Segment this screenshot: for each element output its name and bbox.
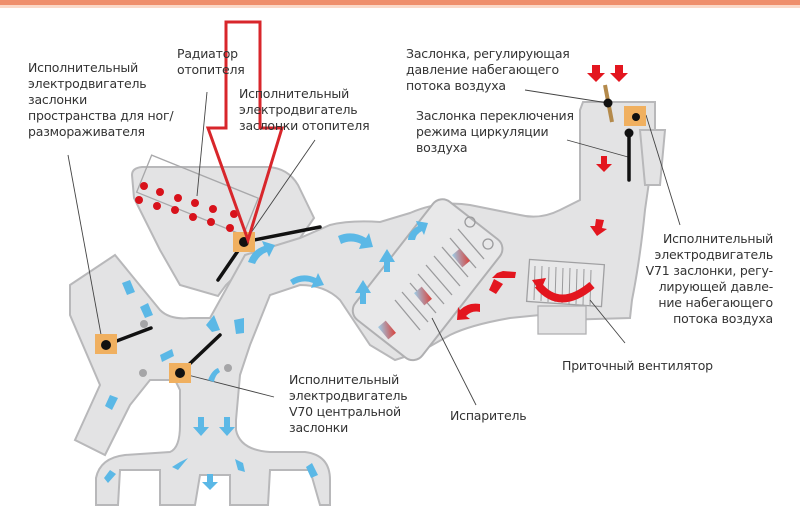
label-heater-core: Радиатор отопителя (177, 46, 245, 77)
ram-air-side-housing (638, 129, 667, 186)
top-accent-bar (0, 0, 800, 5)
actuators (95, 98, 646, 383)
flaps (104, 133, 631, 375)
label-v71-actuator: Исполнительный электродвигатель V71 засл… (645, 231, 774, 326)
label-heater-flap-actuator: Исполнительный электродвигатель заслонки… (239, 86, 370, 133)
cold-air-arrows (104, 221, 428, 490)
label-footwell-actuator: Исполнительный электродвигатель заслонки… (28, 60, 174, 139)
highlight-arrow (205, 20, 285, 245)
leader-lines (67, 89, 681, 406)
blower (525, 258, 606, 335)
label-blower: Приточный вентилятор (562, 358, 713, 373)
label-ram-air-flap: Заслонка, регулирующая давление набегающ… (406, 46, 570, 93)
evaporator (351, 198, 504, 362)
label-recirculation-flap: Заслонка переключения режима циркуляции … (416, 108, 574, 155)
warm-air-arrows (457, 65, 628, 320)
top-accent-fade (0, 5, 800, 8)
label-evaporator: Испаритель (450, 408, 527, 423)
heater-core (135, 154, 260, 237)
label-v70-actuator: Исполнительный электродвигатель V70 цент… (289, 372, 408, 435)
